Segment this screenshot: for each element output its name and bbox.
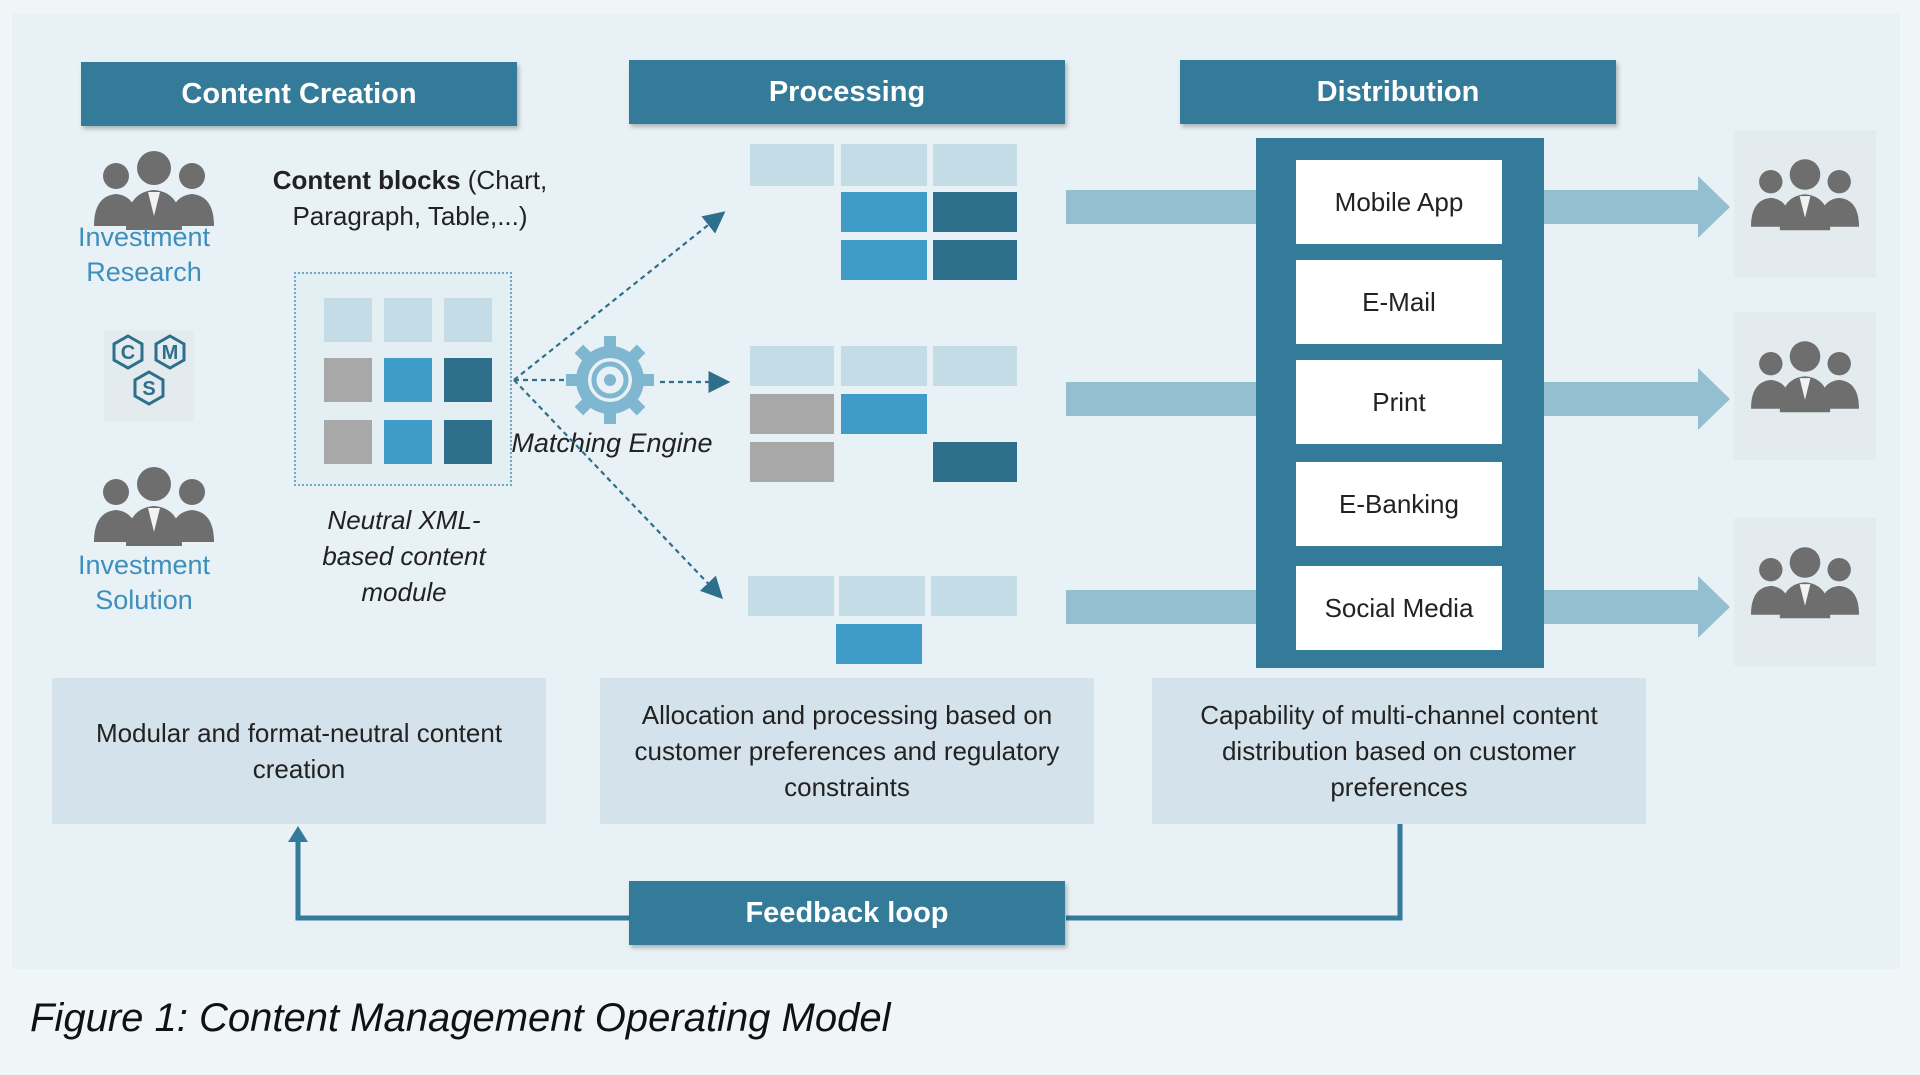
recipient-group-bottom	[1734, 518, 1876, 666]
cms-hexagons: C M S	[112, 334, 186, 406]
people-group-icon	[1751, 547, 1859, 619]
people-group-icon	[94, 151, 214, 230]
inflow-bar-top	[1066, 190, 1258, 224]
gear-icon	[566, 336, 654, 424]
content-blocks-bold: Content blocks	[272, 165, 461, 195]
processing-tile	[841, 192, 927, 232]
investment-solution-line1: Investment	[77, 550, 211, 580]
feedback-line-left	[295, 838, 630, 921]
description-creation: Modular and format-neutral content creat…	[52, 678, 546, 824]
feedback-line-right	[1066, 824, 1403, 921]
channel-social-media: Social Media	[1296, 566, 1502, 650]
processing-tile	[841, 394, 927, 434]
module-tile	[444, 298, 492, 342]
xml-module-label: Neutral XML- based content module	[290, 502, 518, 610]
header-processing: Processing	[629, 60, 1065, 124]
processing-tile	[750, 442, 834, 482]
cms-letter-s: S	[142, 378, 155, 400]
processing-tile	[933, 192, 1017, 232]
cms-letter-c: C	[121, 342, 135, 364]
module-tile	[384, 298, 432, 342]
processing-tile	[748, 576, 834, 616]
channel-ebanking: E-Banking	[1296, 462, 1502, 546]
xml-module-box	[294, 272, 512, 486]
processing-tile	[933, 240, 1017, 280]
channel-mobile-app: Mobile App	[1296, 160, 1502, 244]
investment-research-label: Investment Research	[74, 220, 214, 290]
xml-module-line2: based content	[322, 541, 486, 571]
description-distribution: Capability of multi-channel content dist…	[1152, 678, 1646, 824]
content-blocks-label: Content blocks (Chart, Paragraph, Table,…	[260, 162, 560, 234]
inflow-bar-middle	[1066, 382, 1258, 416]
processing-tile	[841, 240, 927, 280]
module-tile	[444, 420, 492, 464]
description-processing: Allocation and processing based on custo…	[600, 678, 1094, 824]
recipient-group-middle	[1734, 312, 1876, 460]
module-tile	[324, 420, 372, 464]
processing-tile	[836, 624, 922, 664]
feedback-loop-box: Feedback loop	[629, 881, 1065, 945]
inflow-bar-bottom	[1066, 590, 1258, 624]
processing-tile	[931, 576, 1017, 616]
processing-tile	[933, 442, 1017, 482]
module-tile	[384, 358, 432, 402]
investment-research-line1: Investment	[77, 222, 211, 252]
content-blocks-line2: Paragraph, Table,...)	[292, 201, 528, 231]
processing-tile	[841, 144, 927, 186]
cms-letter-m: M	[162, 342, 179, 364]
module-tile	[324, 358, 372, 402]
arrow-to-bottom	[513, 379, 724, 600]
people-group-icon	[94, 467, 214, 546]
recipient-group-top	[1734, 130, 1876, 278]
matching-engine-label: Matching Engine	[511, 428, 713, 458]
arrow-to-top	[513, 211, 726, 381]
channel-email: E-Mail	[1296, 260, 1502, 344]
investment-solution-label: Investment Solution	[74, 548, 214, 618]
feedback-arrowhead	[288, 826, 308, 842]
people-group-icon	[1751, 341, 1859, 413]
outflow-arrow-top	[1544, 176, 1730, 238]
outflow-arrow-middle	[1544, 368, 1730, 430]
module-tile	[444, 358, 492, 402]
processing-tile	[750, 394, 834, 434]
channel-print: Print	[1296, 360, 1502, 444]
people-group-icon	[1751, 159, 1859, 231]
module-tile	[384, 420, 432, 464]
figure-caption: Figure 1: Content Management Operating M…	[30, 996, 891, 1040]
xml-module-line1: Neutral XML-	[327, 505, 481, 535]
investment-research-group: Investment Research	[74, 140, 214, 290]
investment-solution-line2: Solution	[95, 585, 193, 615]
processing-tile	[750, 144, 834, 186]
processing-tile	[933, 346, 1017, 386]
investment-research-line2: Research	[86, 257, 202, 287]
module-tile	[324, 298, 372, 342]
header-distribution: Distribution	[1180, 60, 1616, 124]
processing-tile	[841, 346, 927, 386]
channel-panel: Mobile App E-Mail Print E-Banking Social…	[1256, 138, 1544, 668]
header-content-creation: Content Creation	[81, 62, 517, 126]
processing-tile	[750, 346, 834, 386]
outflow-arrow-bottom	[1544, 576, 1730, 638]
xml-module-line3: module	[361, 577, 447, 607]
processing-tile	[839, 576, 925, 616]
investment-solution-group: Investment Solution	[74, 458, 214, 618]
cms-hex-icon: C M S	[104, 330, 194, 422]
processing-tile	[933, 144, 1017, 186]
content-blocks-rest: (Chart,	[460, 165, 548, 195]
